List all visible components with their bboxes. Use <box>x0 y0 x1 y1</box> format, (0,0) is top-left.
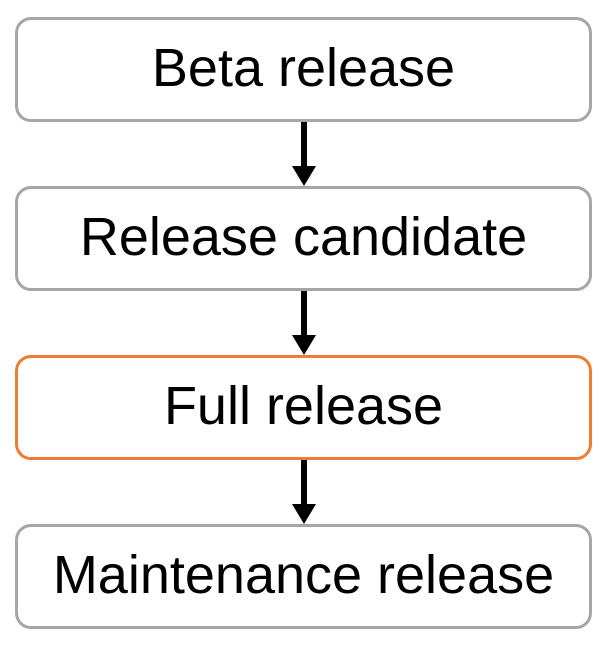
flow-node-beta-release: Beta release <box>15 17 592 122</box>
down-arrow-icon <box>291 291 316 355</box>
down-arrow-3 <box>291 460 317 524</box>
node-label-release-candidate: Release candidate <box>79 206 528 267</box>
down-arrow-icon <box>291 122 316 186</box>
down-arrow-2 <box>291 291 317 355</box>
down-arrow-1 <box>291 122 317 186</box>
node-label-full-release: Full release <box>163 375 444 436</box>
flow-node-full-release: Full release <box>15 355 592 460</box>
flow-node-maintenance-release: Maintenance release <box>15 524 592 629</box>
down-arrow-icon <box>291 460 316 524</box>
node-label-beta-release: Beta release <box>151 37 456 98</box>
flow-node-release-candidate: Release candidate <box>15 186 592 291</box>
node-label-maintenance-release: Maintenance release <box>52 544 555 605</box>
